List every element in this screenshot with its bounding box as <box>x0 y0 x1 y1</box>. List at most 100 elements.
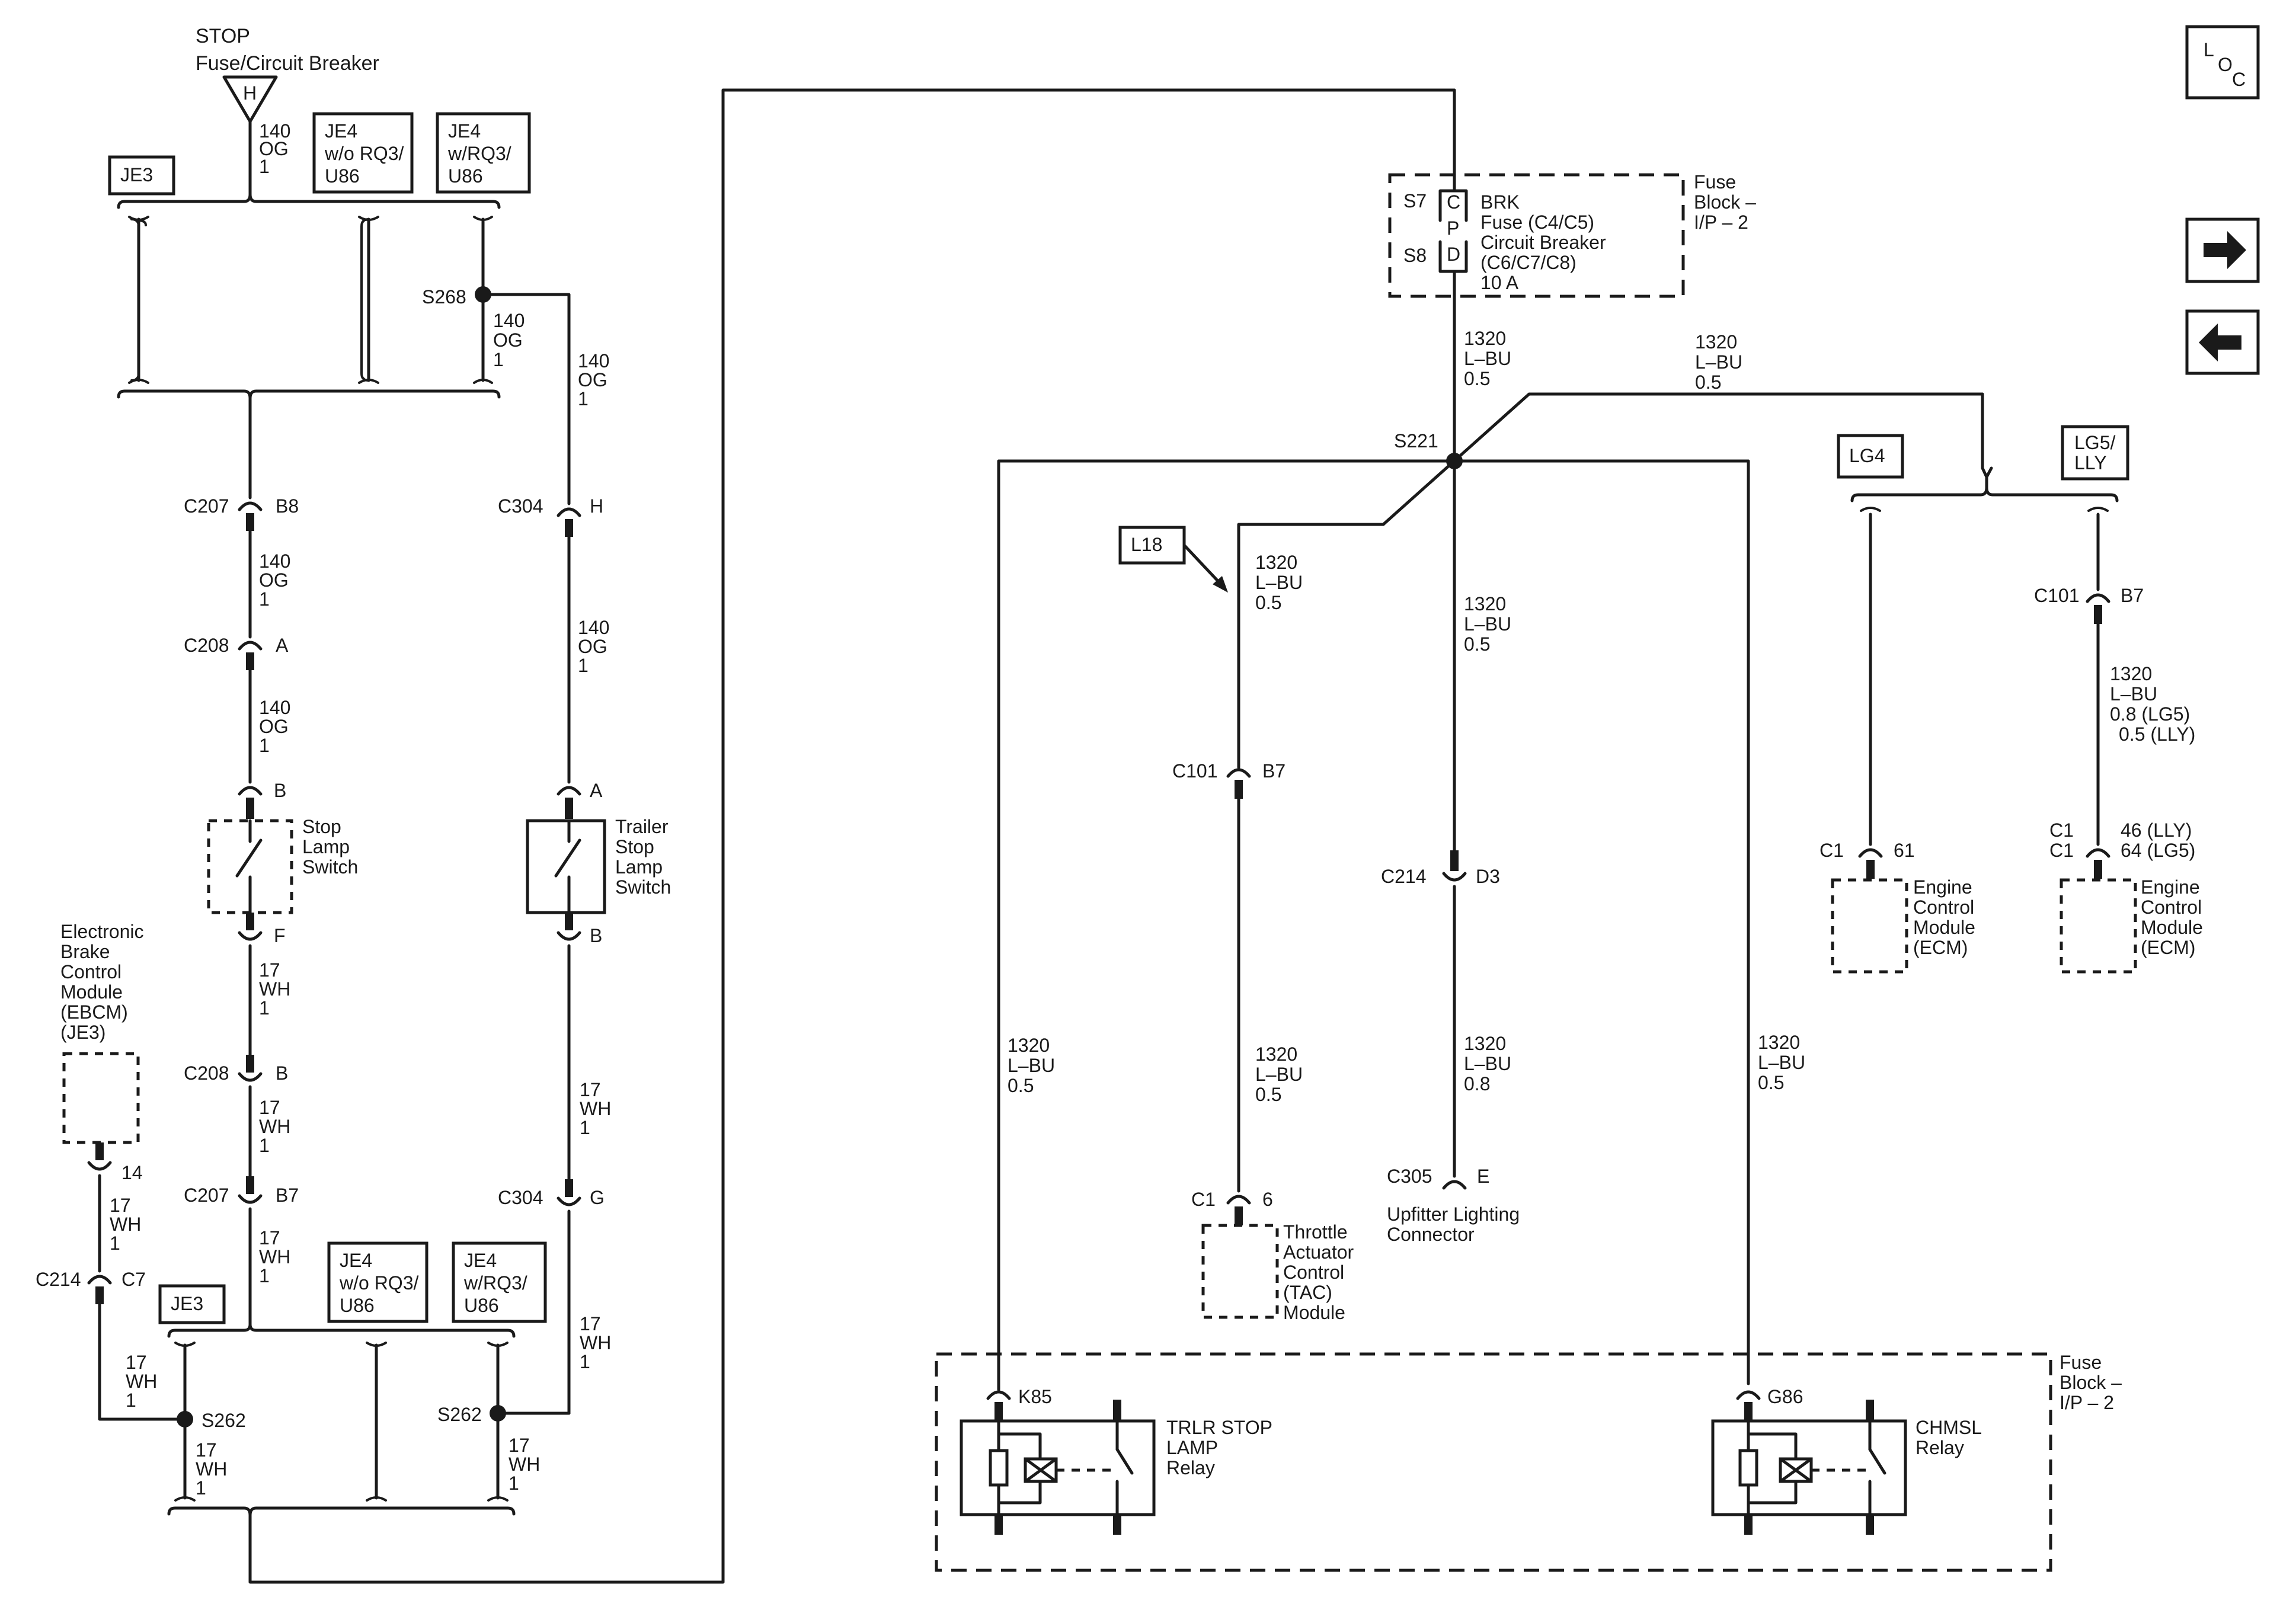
diagram-shape <box>1442 872 1467 882</box>
diagram-label: G <box>590 1187 605 1208</box>
option-box-je4-without-top: JE4 w/o RQ3/ U86 <box>312 112 414 194</box>
diagram-shape <box>997 1480 1042 1505</box>
diagram-label: H <box>243 82 257 104</box>
diagram-label: Connector <box>1387 1224 1475 1245</box>
diagram-label: OG <box>259 569 289 591</box>
diagram-label: B <box>276 1062 288 1084</box>
diagram-label: S8 <box>1403 245 1427 266</box>
diagram-shape <box>1711 1419 1907 1516</box>
diagram-label: C214 <box>1381 866 1427 887</box>
option-box-je3-bottom: JE3 <box>158 1284 226 1324</box>
diagram-label: 1320 <box>1464 593 1506 614</box>
next-page-button[interactable] <box>2185 217 2260 283</box>
diagram-label: 17 <box>259 959 280 981</box>
diagram-label: Control <box>1913 897 1974 918</box>
diagram-label: Module <box>2141 917 2203 938</box>
diagram-label: Upfitter Lighting <box>1387 1204 1520 1225</box>
left-arrow-icon <box>2199 324 2241 361</box>
diagram-shape <box>1235 1206 1243 1225</box>
diagram-label: C1 <box>2049 840 2074 861</box>
relay-chmsl: G86 CHMSL Relay <box>1711 1386 1982 1535</box>
diagram-label: WH <box>259 978 290 1000</box>
connector-c207-bottom: C207 B7 <box>184 1176 299 1206</box>
diagram-shape <box>997 1432 1042 1461</box>
diagram-shape <box>1866 1515 1874 1535</box>
prev-page-button[interactable] <box>2185 309 2260 375</box>
option-box-lg5-lly: LG5/ LLY <box>2061 425 2129 481</box>
diagram-label: (ECM) <box>2141 937 2195 958</box>
trailer-stop-lamp-switch: Trailer Stop Lamp Switch <box>526 816 671 914</box>
diagram-shape <box>1744 1402 1753 1421</box>
diagram-shape <box>1113 1515 1121 1535</box>
diagram-shape <box>1226 1195 1251 1205</box>
diagram-label: Stop <box>302 816 341 837</box>
connector-c214-mid: C214 D3 <box>1381 850 1500 887</box>
connector-c207-top: C207 B8 <box>184 495 299 531</box>
diagram-label: S262 <box>437 1404 482 1425</box>
stop-fuse-title: STOP <box>196 25 250 47</box>
diagram-shape <box>1858 848 1883 858</box>
diagram-shape <box>487 1342 509 1347</box>
diagram-label: C305 <box>1387 1166 1432 1187</box>
diagram-label: (TAC) <box>1283 1282 1332 1303</box>
diagram-label: 1320 <box>1464 328 1506 349</box>
diagram-shape <box>246 913 254 930</box>
diagram-label: C101 <box>1172 760 1218 782</box>
diagram-label: B <box>274 780 286 801</box>
ecm-module-lg4: C1 61 Engine Control Module (ECM) <box>1819 840 1975 974</box>
connector-c208-top: C208 A <box>184 635 289 670</box>
diagram-label: 140 <box>259 697 290 718</box>
fuse-block-label-top: Fuse Block – I/P – 2 <box>1694 171 1756 233</box>
diagram-shape <box>2060 878 2137 974</box>
diagram-label: 0.5 <box>1008 1075 1034 1096</box>
diagram-label: 1 <box>196 1477 206 1499</box>
diagram-label: JE3 <box>120 164 153 185</box>
connector-c304-bottom: C304 G <box>498 1179 605 1208</box>
diagram-shape <box>1837 434 1904 479</box>
diagram-label: OG <box>259 138 289 159</box>
diagram-label: C304 <box>498 495 543 517</box>
diagram-label: 6 <box>1262 1189 1273 1210</box>
diagram-label: 10 A <box>1480 272 1519 293</box>
diagram-shape <box>238 501 263 511</box>
diagram-shape <box>2086 593 2110 603</box>
diagram-label: C <box>2232 69 2246 90</box>
diagram-label: Stop <box>615 836 654 857</box>
splice-s262-right <box>490 1405 506 1422</box>
diagram-shape <box>1866 860 1875 879</box>
diagram-label: F <box>274 925 286 946</box>
diagram-shape <box>1201 1224 1279 1319</box>
diagram-label: Module <box>1283 1302 1345 1323</box>
diagram-label: U86 <box>464 1295 499 1316</box>
diagram-label: C1 <box>1819 840 1844 861</box>
diagram-label: L–BU <box>1464 1053 1511 1074</box>
loc-button[interactable]: L O C <box>2185 25 2260 100</box>
diagram-shape <box>128 216 149 221</box>
diagram-label: WH <box>196 1458 227 1480</box>
diagram-label: A <box>276 635 289 656</box>
diagram-label: LG5/ <box>2074 432 2115 453</box>
diagram-shape <box>526 819 606 914</box>
diagram-shape <box>1438 189 1468 273</box>
option-box-lg4: LG4 <box>1837 434 1904 479</box>
diagram-shape <box>1831 878 1908 974</box>
diagram-shape <box>2185 25 2260 100</box>
diagram-shape <box>1113 1400 1121 1421</box>
diagram-label: WH <box>580 1332 611 1353</box>
diagram-label: 46 (LLY) <box>2121 820 2192 841</box>
diagram-label: O <box>2218 54 2233 75</box>
diagram-label: C208 <box>184 1062 229 1084</box>
connector-c208-bottom: C208 B <box>184 1055 288 1084</box>
diagram-label: Actuator <box>1283 1241 1354 1263</box>
diagram-label: B8 <box>276 495 299 517</box>
diagram-shape <box>1736 1390 1761 1400</box>
diagram-label: C207 <box>184 1185 229 1206</box>
option-box-je3-top: JE3 <box>108 155 175 196</box>
diagram-shape <box>222 75 278 123</box>
diagram-label: U86 <box>448 165 483 187</box>
option-bus-bottom <box>167 1323 516 1517</box>
diagram-label: 17 <box>580 1313 601 1334</box>
diagram-shape <box>117 389 501 400</box>
diagram-label: Control <box>60 961 121 982</box>
diagram-shape <box>246 652 254 670</box>
